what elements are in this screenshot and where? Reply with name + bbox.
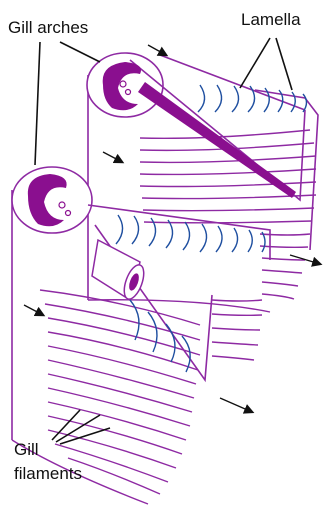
upper-filament: [262, 258, 305, 260]
lower-lamellae: [116, 215, 265, 372]
lamella-mark: [183, 222, 190, 250]
upper-gill-ray: [138, 82, 296, 198]
lamella-mark: [166, 220, 173, 248]
lamella-mark: [166, 324, 175, 362]
upper-filament: [262, 294, 294, 299]
gill-filaments-leader: [60, 428, 110, 444]
lamella-mark: [232, 86, 239, 112]
lamella-mark: [262, 232, 265, 252]
gill-arches-leader: [35, 42, 40, 165]
lamella-mark: [132, 216, 139, 244]
branchial-vessel: [92, 240, 148, 302]
lower-filament: [212, 314, 262, 315]
lamella-leader: [276, 38, 292, 90]
upper-filament: [140, 130, 310, 138]
upper-filament: [140, 182, 316, 187]
upper-filament: [260, 246, 308, 247]
lower-filament: [212, 328, 260, 330]
lamella-mark: [291, 92, 295, 112]
flow-arrow: [148, 45, 166, 55]
lamella-leader: [240, 38, 270, 88]
lamella-mark: [200, 224, 207, 252]
lamella-mark: [148, 312, 157, 352]
upper-filament: [260, 234, 310, 235]
gill-filaments-label-line1: Gill: [14, 440, 39, 460]
flow-arrow: [24, 305, 43, 315]
gill-arches-leader: [60, 42, 100, 62]
lower-filament: [212, 342, 258, 345]
upper-filament: [143, 208, 314, 211]
lamella-mark: [198, 85, 205, 112]
upper-lamellae: [198, 85, 307, 112]
lamella-mark: [116, 215, 123, 244]
upper-filament: [140, 169, 316, 174]
upper-filament: [262, 270, 302, 273]
lamella-mark: [232, 228, 238, 252]
gill-filaments-label-line2: filaments: [14, 464, 82, 484]
upper-inner-filament: [130, 60, 305, 200]
lower-filament: [212, 300, 262, 301]
lamella-mark: [216, 226, 222, 252]
lower-gill-column: [12, 167, 270, 440]
flow-arrow: [103, 152, 122, 162]
upper-filament: [140, 156, 316, 162]
gill-arches-label: Gill arches: [8, 18, 88, 38]
flow-arrow: [220, 398, 252, 412]
lower-filament: [212, 356, 254, 360]
lamella-mark: [215, 85, 222, 112]
lamella-mark: [248, 230, 252, 252]
upper-filament: [262, 282, 298, 286]
lamella-label: Lamella: [241, 10, 301, 30]
